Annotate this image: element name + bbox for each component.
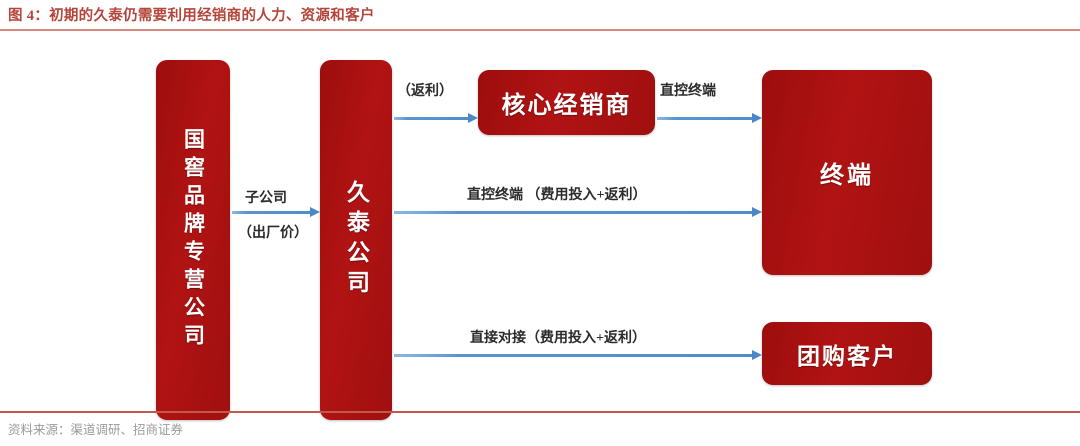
arrow-shaft [394,211,753,214]
arrow-head-icon [468,113,478,123]
arrow-jiutai-to-group-buy [394,350,762,360]
arrow-label-direct-group-buy: 直接对接（费用投入+返利） [470,331,646,346]
arrow-jiutai-to-terminal [394,207,762,217]
node-terminal: 终端 [762,70,932,275]
arrow-label-factory-price: （出厂价） [238,226,308,241]
node-jiutai-company: 久泰公司 [320,60,392,420]
flow-diagram: 国窖品牌专营公司 久泰公司 核心经销商 终端 团购客户 子公司 （出厂价） （返… [0,32,1080,420]
arrow-shaft [394,117,469,120]
arrow-jiutai-to-core-dealer [394,113,478,123]
arrow-head-icon [310,207,320,217]
arrow-shaft [394,354,753,357]
arrow-shaft [232,211,311,214]
arrow-head-icon [752,207,762,217]
node-group-buy-customer: 团购客户 [762,322,932,385]
source-note: 资料来源：渠道调研、招商证券 [8,423,184,437]
arrow-label-rebate: （返利） [397,84,453,99]
arrow-label-direct-terminal: 直控终端 （费用投入+返利） [467,188,647,203]
arrow-head-icon [752,350,762,360]
title-divider [0,29,1080,31]
arrow-label-dealer-direct-terminal: 直控终端 [660,84,716,99]
node-guojiao-brand-company: 国窖品牌专营公司 [156,60,230,420]
arrow-core-dealer-to-terminal [657,113,762,123]
footer-divider [0,411,1080,413]
arrow-shaft [657,117,753,120]
node-core-dealer: 核心经销商 [478,70,655,135]
arrow-label-subsidiary: 子公司 [245,191,287,206]
arrow-head-icon [752,113,762,123]
page-title: 图 4：初期的久泰仍需要利用经销商的人力、资源和客户 [8,8,375,24]
arrow-guojiao-to-jiutai [232,207,320,217]
